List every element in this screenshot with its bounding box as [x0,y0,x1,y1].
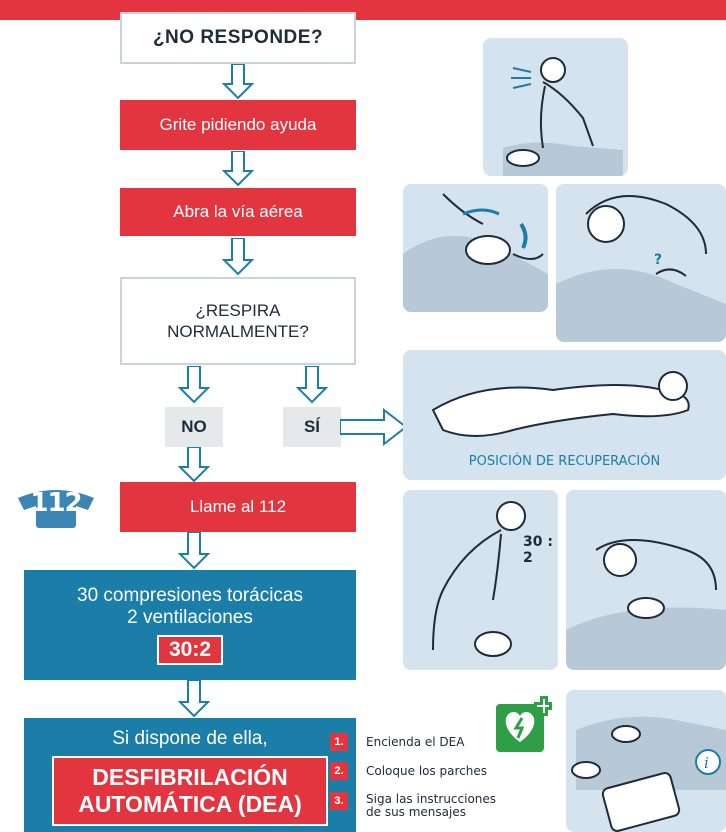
compresiones-box: 30 compresiones torácicas 2 ventilacione… [24,570,356,680]
dea-box: Si dispone de ella, DESFIBRILACIÓN AUTOM… [24,718,356,832]
no-label: NO [181,417,207,436]
dea-line1: DESFIBRILACIÓN [92,764,288,790]
llame-label: Llame al 112 [189,497,287,516]
abra-box: Abra la vía aérea [120,188,356,236]
aed-heart-icon [496,696,552,752]
phone-112-icon: 112 [14,484,98,530]
arrow-right-si [340,407,408,447]
arrow-down-no [178,366,210,404]
respira-box: ¿RESPIRA NORMALMENTE? [120,277,356,365]
abra-label: Abra la vía aérea [173,202,303,221]
aed-illustration: i [566,690,726,832]
dea-title-box: DESFIBRILACIÓN AUTOMÁTICA (DEA) [52,756,328,826]
check-breathing-illustration: ? [556,184,726,342]
shout-illustration [483,38,628,176]
no-responde-box: ¿NO RESPONDE? [120,12,356,64]
compressions-illustration: 30 : 2 [403,490,558,670]
respira-line2: NORMALMENTE? [167,322,309,341]
recovery-label: POSICIÓN DE RECUPERACIÓN [468,454,661,469]
step-2-number: 2. [330,762,348,780]
step-1-number: 1. [330,733,348,751]
no-box: NO [165,407,223,447]
svg-text:?: ? [654,252,662,268]
no-responde-label: ¿NO RESPONDE? [152,27,324,48]
svg-text:i: i [704,754,709,772]
arrow-down-si [296,366,328,404]
grite-box: Grite pidiendo ayuda [120,100,356,150]
rescue-breath-illustration [566,490,726,670]
recovery-position-illustration: POSICIÓN DE RECUPERACIÓN [403,350,726,480]
dea-line2: AUTOMÁTICA (DEA) [78,791,302,817]
compresiones-line1: 30 compresiones torácicas [77,585,303,606]
step-1-text: Encienda el DEA [366,735,465,749]
step-2-text: Coloque los parches [366,764,488,778]
arrow-down-1 [222,64,254,100]
step-3-number: 3. [330,792,348,810]
grite-label: Grite pidiendo ayuda [159,115,317,134]
arrow-down-3 [222,238,254,276]
ratio-badge: 30:2 [156,635,224,665]
dea-intro: Si dispone de ella, [112,728,268,749]
arrow-down-6 [178,680,210,718]
step-3-text: Siga las instrucciones de sus mensajes [366,793,496,819]
arrow-down-4 [178,447,210,483]
llame-box: Llame al 112 [120,482,356,532]
si-label: SÍ [303,417,321,436]
step-3-line2: de sus mensajes [366,805,466,819]
arrow-down-2 [222,151,254,187]
step-3-line1: Siga las instrucciones [366,792,497,806]
airway-illustration [403,184,548,312]
compresiones-line2: 2 ventilaciones [127,607,253,628]
top-banner [0,0,726,20]
arrow-down-5 [178,532,210,570]
si-box: SÍ [283,407,341,447]
cpr-ratio-label: 30 : 2 [523,534,553,566]
respira-line1: ¿RESPIRA [195,301,281,320]
phone-number: 112 [30,488,82,518]
